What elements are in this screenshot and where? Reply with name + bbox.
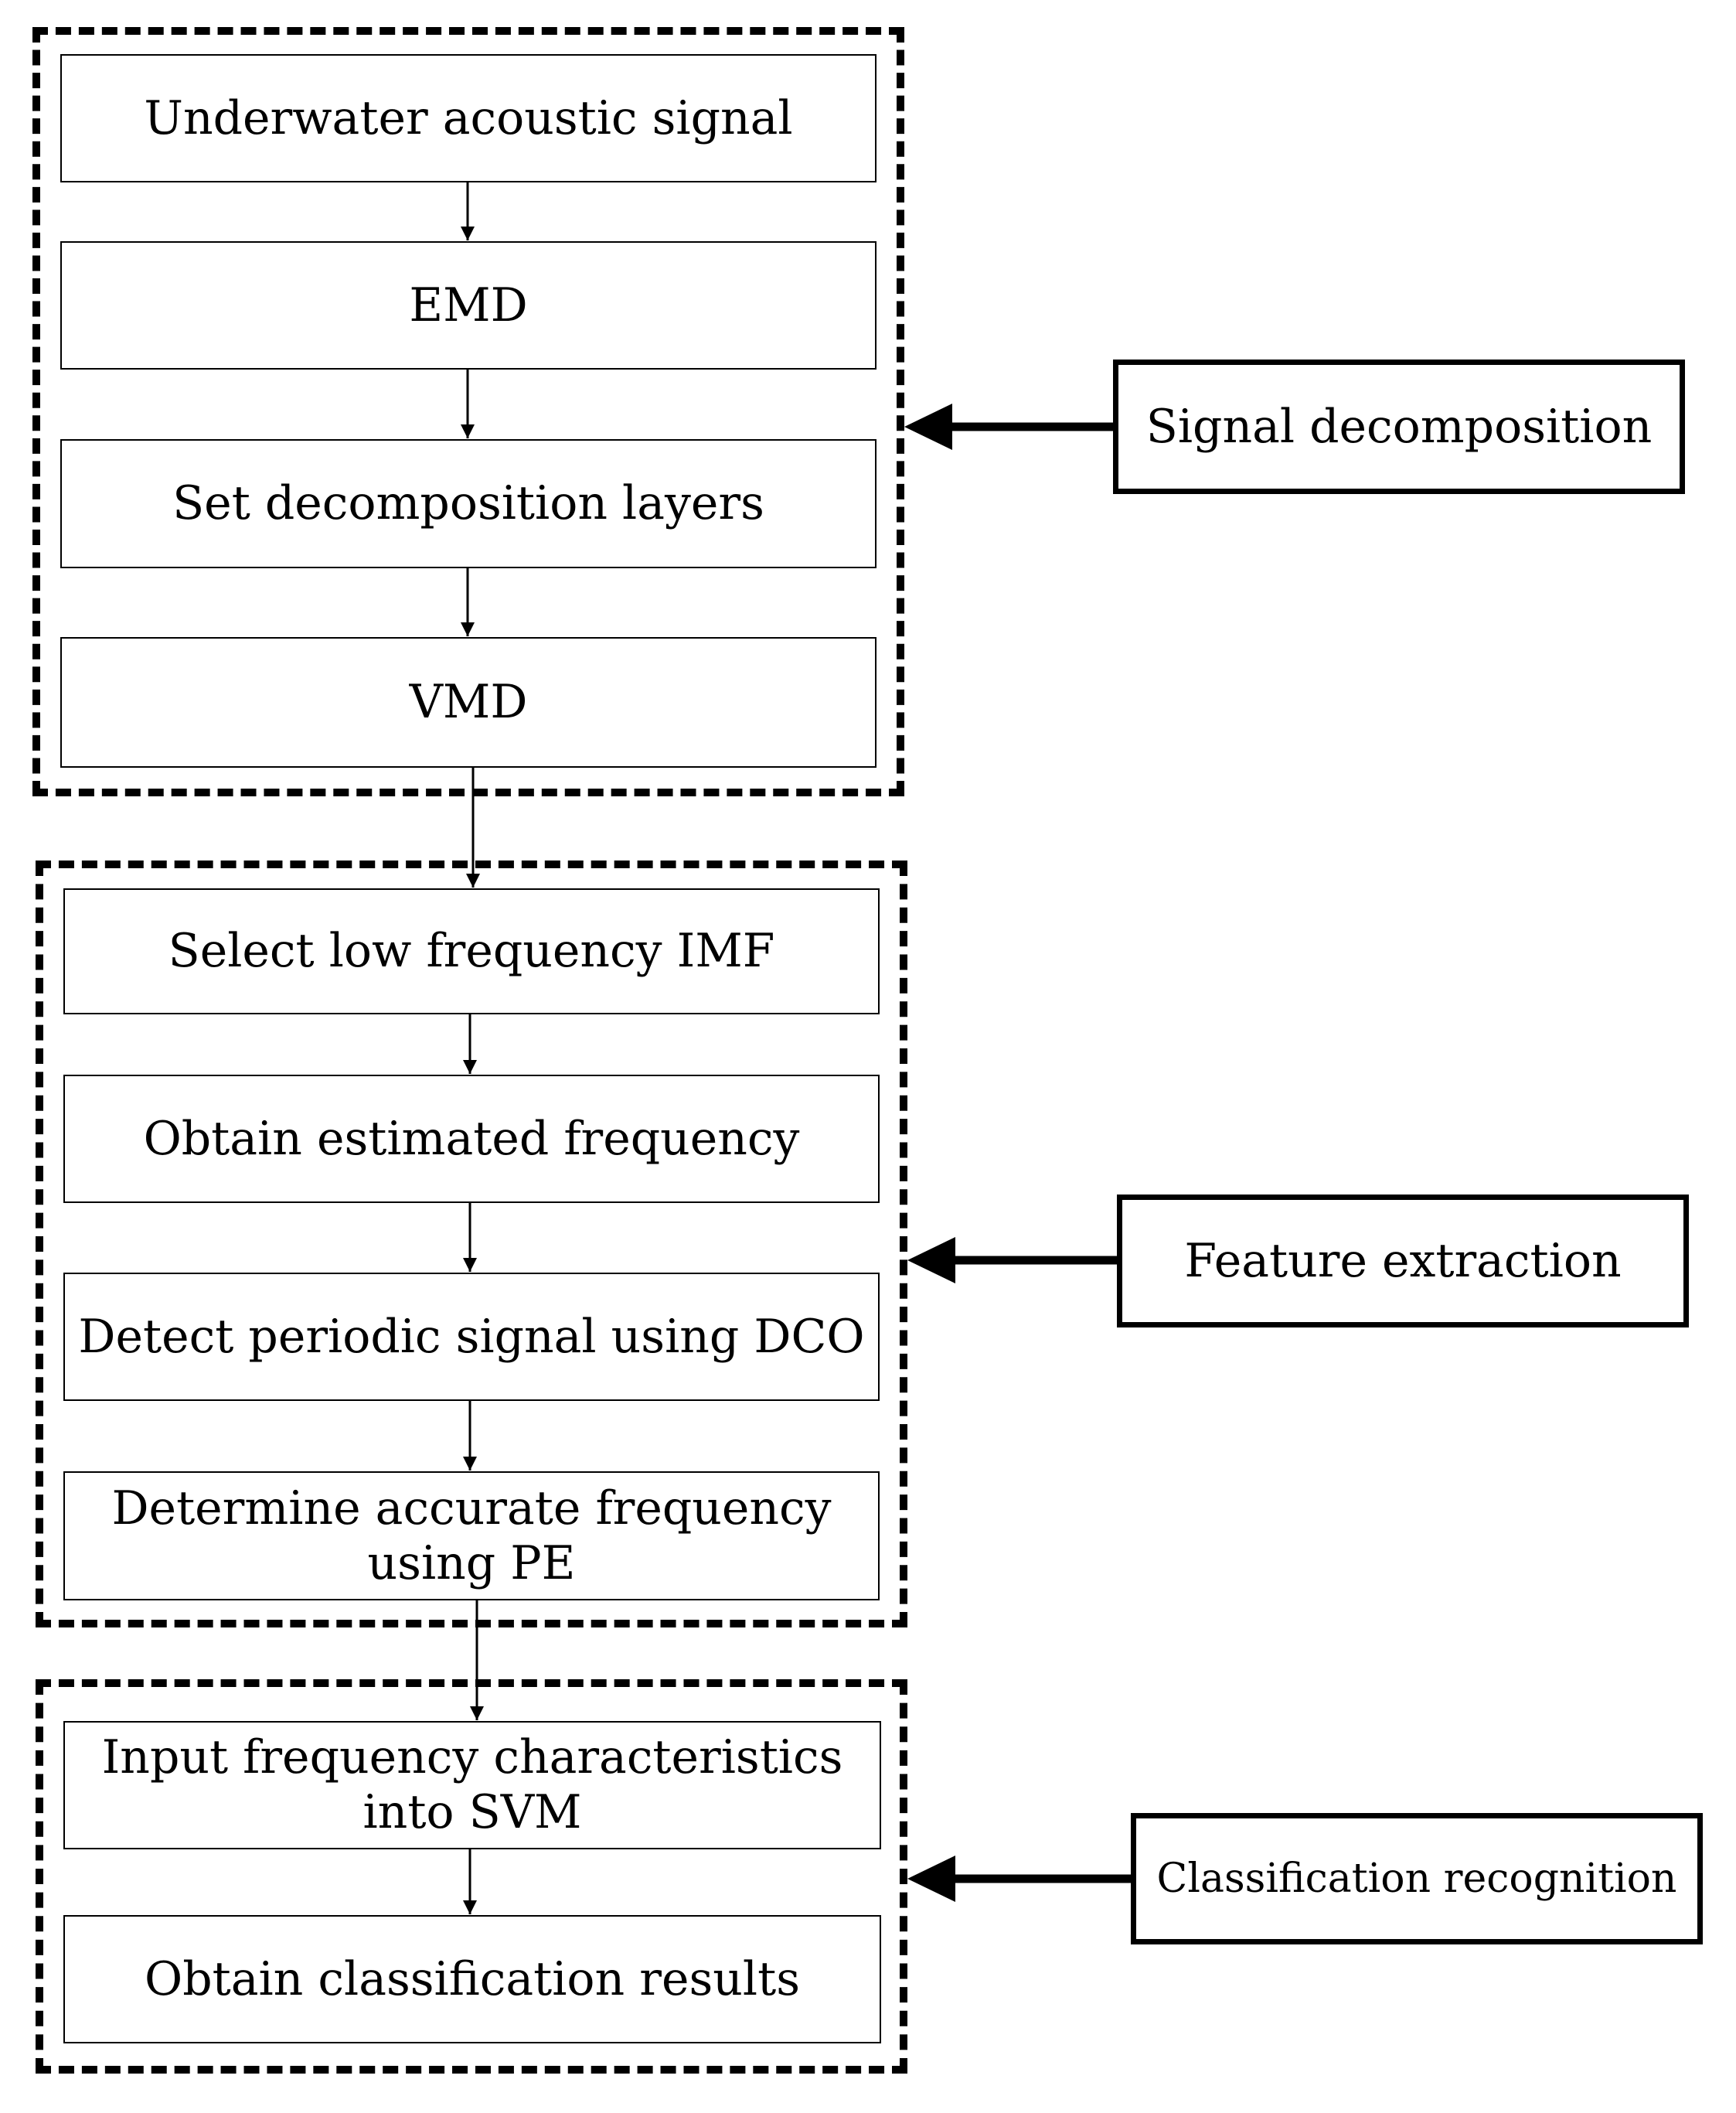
signal-decomposition-group-frame <box>32 27 904 796</box>
step-vmd: VMD <box>60 637 877 768</box>
step-determine-accurate-frequency: Determine accurate frequency using PE <box>63 1471 880 1600</box>
step-set-decomposition-layers: Set decomposition layers <box>60 439 877 568</box>
label-signal-decomposition: Signal decomposition <box>1113 360 1685 494</box>
classification-recognition-group-frame <box>36 1679 907 2074</box>
step-obtain-estimated-frequency: Obtain estimated frequency <box>63 1075 880 1203</box>
arrow-left-icon <box>904 404 952 450</box>
arrow-left-icon <box>907 1237 955 1283</box>
label-feature-extraction: Feature extraction <box>1117 1195 1689 1327</box>
step-underwater-acoustic-signal: Underwater acoustic signal <box>60 54 877 182</box>
feature-extraction-group-frame <box>36 861 907 1627</box>
step-detect-periodic-signal-using-dco: Detect periodic signal using DCO <box>63 1273 880 1401</box>
arrow-left-icon <box>907 1856 955 1902</box>
step-emd: EMD <box>60 241 877 370</box>
step-select-low-frequency-imf: Select low frequency IMF <box>63 888 880 1014</box>
step-input-frequency-characteristics-into-svm: Input frequency characteristics into SVM <box>63 1721 881 1849</box>
label-classification-recognition: Classification recognition <box>1131 1813 1703 1944</box>
step-obtain-classification-results: Obtain classification results <box>63 1915 881 2043</box>
